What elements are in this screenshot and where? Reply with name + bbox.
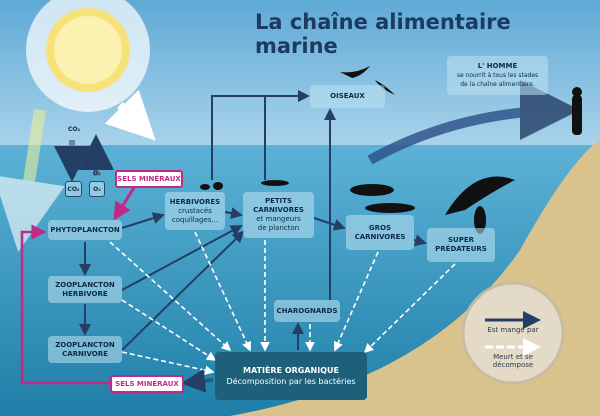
legend-eaten-label: Est mangé par	[487, 326, 539, 334]
node-phytoplancton: PHYTOPLANCTON	[48, 220, 122, 240]
label: coquillages...	[171, 215, 219, 224]
fish-icon	[261, 180, 289, 186]
label: Décomposition par les bactéries	[226, 377, 356, 386]
label: PETITS	[264, 197, 293, 205]
legend-circle	[461, 281, 565, 385]
label: et mangeurs	[256, 215, 301, 223]
label: PHYTOPLANCTON	[50, 225, 120, 234]
label: HERBIVORE	[62, 289, 108, 298]
node-charognards: CHAROGNARDS	[274, 300, 340, 322]
label: de la chaîne alimentaire.	[460, 81, 535, 88]
label: ZOOPLANCTON	[55, 340, 115, 349]
swordfish-icon	[365, 203, 415, 213]
human-icon	[572, 95, 582, 135]
bird-icon	[340, 66, 370, 78]
label: MATIÈRE ORGANIQUE	[243, 366, 339, 375]
label: L' HOMME	[477, 62, 518, 70]
label: SUPER	[447, 236, 475, 244]
label: se nourrit à tous les stades	[456, 72, 539, 79]
node-homme: L' HOMME se nourrit à tous les stades de l…	[447, 56, 548, 95]
orca-icon	[445, 176, 515, 215]
label: CARNIVORES	[253, 206, 304, 214]
shark-icon	[474, 206, 486, 234]
o2-box: O₂	[89, 181, 105, 197]
label: Meurt et se	[493, 353, 533, 361]
label: CARNIVORE	[62, 349, 108, 358]
label: ZOOPLANCTON	[55, 280, 115, 289]
label: PRÉDATEURS	[435, 245, 487, 253]
label: CARNIVORES	[354, 232, 406, 241]
sels-mineraux-bottom: SELS MINÉRAUX	[110, 375, 184, 393]
label: OISEAUX	[330, 92, 365, 100]
node-matiere-organique: MATIÈRE ORGANIQUE Décomposition par les b…	[215, 352, 367, 400]
shell-icon	[213, 182, 223, 190]
animal-silhouettes	[200, 66, 582, 234]
co2-air-label: CO₂	[68, 126, 81, 133]
label: HERBIVORES	[169, 197, 221, 206]
node-oiseaux: OISEAUX	[310, 85, 385, 108]
co2-box: CO₂	[65, 181, 82, 197]
bird-icon	[375, 80, 395, 95]
shell-icon	[200, 184, 210, 190]
whale-icon	[350, 184, 394, 196]
label: de plancton	[257, 224, 300, 232]
page-title: La chaîne alimentaire marine	[255, 10, 511, 58]
label: crustacés	[178, 206, 212, 215]
label: CHAROGNARDS	[276, 306, 338, 315]
o2-air-label: O₂	[93, 170, 101, 177]
label: décompose	[492, 361, 534, 369]
sels-mineraux-top: SELS MINÉRAUX	[115, 170, 183, 188]
label: GROS	[368, 223, 392, 232]
sun-icon	[26, 0, 150, 112]
